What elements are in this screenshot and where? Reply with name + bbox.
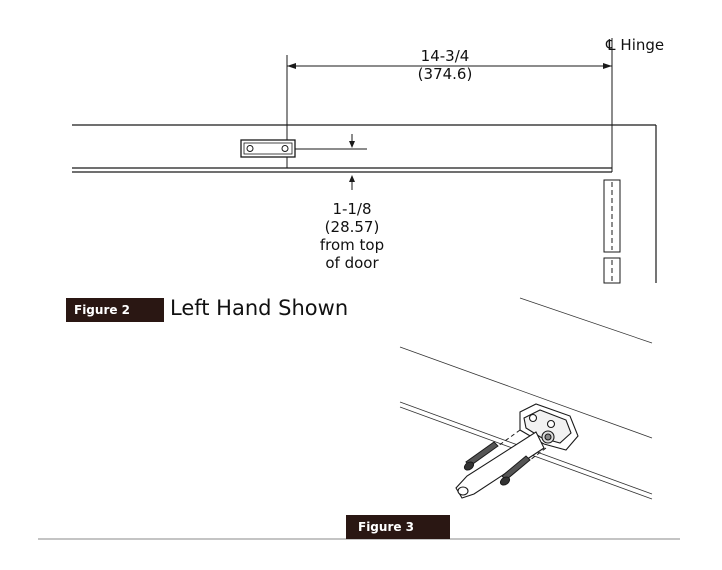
offset-line-1: 1-1/8 (332, 200, 372, 218)
figure-2-caption: Left Hand Shown (170, 296, 349, 320)
centerline-symbol: ℄ (606, 36, 616, 54)
screw-2 (499, 447, 547, 486)
width-arrow-right (603, 63, 612, 69)
offset-line-4: of door (325, 254, 379, 272)
offset-line-2: (28.57) (324, 218, 380, 236)
width-arrow-left (287, 63, 296, 69)
plate-hole-right (281, 145, 289, 152)
figure-3-badge: Figure 3 (346, 515, 450, 539)
offset-arrow-up (349, 175, 355, 182)
width-dimension-metric: (374.6) (417, 65, 473, 83)
offset-dimension-label: 1-1/8 (28.57) from top of door (297, 200, 407, 272)
screw-1 (463, 429, 521, 471)
hinge-bracket (455, 403, 579, 499)
hinge-label: ℄ Hinge (606, 36, 664, 54)
width-dimension-label: 14-3/4 (374.6) (400, 47, 490, 83)
plate-hole-left (246, 145, 254, 152)
hinge-label-text: Hinge (620, 36, 665, 54)
offset-line-3: from top (319, 236, 385, 254)
panel-line-middle (399, 346, 653, 439)
width-dimension-imperial: 14-3/4 (420, 47, 470, 65)
panel-line-top (519, 297, 653, 344)
figure-2-badge: Figure 2 (66, 298, 164, 322)
offset-arrow-down (349, 141, 355, 148)
